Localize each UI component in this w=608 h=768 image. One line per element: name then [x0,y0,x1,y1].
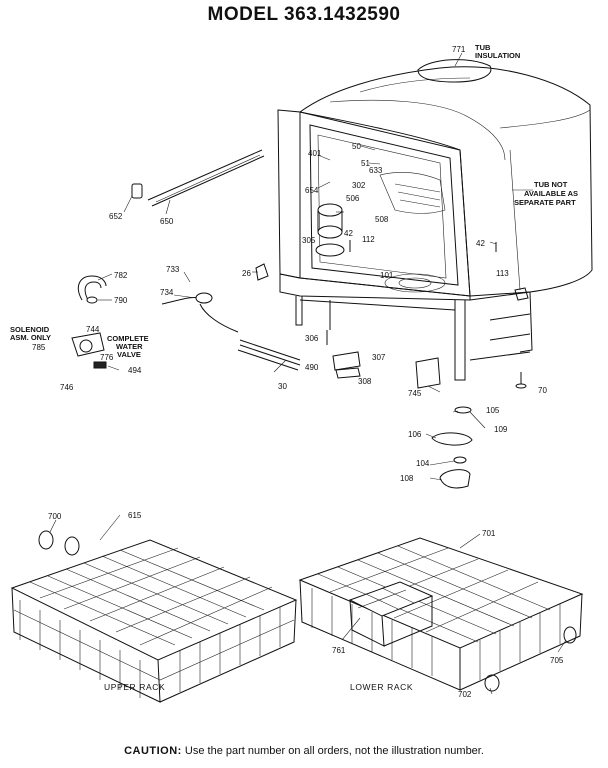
note-solenoid-line2: ASM. ONLY [10,333,51,342]
callout-113: 113 [496,269,509,278]
callout-701: 701 [482,529,496,538]
callout-105: 105 [486,406,500,415]
callout-785: 785 [32,343,46,352]
callout-305: 305 [302,236,316,245]
callout-761: 761 [332,646,346,655]
note-solenoid-line1: SOLENOID [10,325,50,334]
callout-106: 106 [408,430,422,439]
callout-506: 506 [346,194,360,203]
callout-30: 30 [278,382,287,391]
callout-302: 302 [352,181,366,190]
callout-654: 654 [305,186,319,195]
callout-numbers: 771 50 401 51 633 654 302 506 508 652 65… [32,45,564,699]
callout-108: 108 [400,474,414,483]
tub-illustration [277,59,593,381]
caption-lower-rack: LOWER RACK [350,682,413,692]
note-complete-valve-line1: COMPLETE [107,334,149,343]
upper-rack [10,539,298,703]
note-tub-not-available-line2: AVAILABLE AS [524,189,578,198]
callout-700: 700 [48,512,62,521]
callout-42-left: 42 [344,229,353,238]
note-complete-valve-line2: WATER [116,342,143,351]
callout-70: 70 [538,386,547,395]
note-tub-insulation-line2: INSULATION [475,51,520,60]
callout-306: 306 [305,334,319,343]
callout-790: 790 [114,296,128,305]
callout-733: 733 [166,265,180,274]
callout-782: 782 [114,271,128,280]
callout-702: 702 [458,690,472,699]
caption-upper-rack: UPPER RACK [104,682,165,692]
note-complete-valve-line3: VALVE [117,350,141,359]
callout-771: 771 [452,45,466,54]
callout-746: 746 [60,383,74,392]
caution-text: Use the part number on all orders, not t… [184,745,484,757]
callout-307: 307 [372,353,386,362]
callout-615: 615 [128,511,142,520]
caution-label: CAUTION: [124,745,182,757]
callout-101: 101 [380,271,394,280]
caution-note: CAUTION: Use the part number on all orde… [0,745,608,757]
callout-508: 508 [375,215,389,224]
callout-401: 401 [308,149,322,158]
callout-734: 734 [160,288,174,297]
callout-308: 308 [358,377,372,386]
callout-490: 490 [305,363,319,372]
note-tub-not-available-line3: SEPARATE PART [514,198,576,207]
callout-51: 51 [361,159,370,168]
callout-745: 745 [408,389,422,398]
callout-650: 650 [160,217,174,226]
callout-705: 705 [550,656,564,665]
callout-104: 104 [416,459,430,468]
loose-parts [38,149,577,692]
callout-652: 652 [109,212,123,221]
callout-494: 494 [128,366,142,375]
callout-42-right: 42 [476,239,485,248]
callout-50: 50 [352,142,361,151]
lower-rack [298,537,584,691]
callout-26: 26 [242,269,251,278]
callout-776: 776 [100,353,114,362]
leader-lines [49,52,567,695]
callout-112: 112 [362,235,375,244]
note-tub-insulation-line1: TUB [475,43,491,52]
callout-633: 633 [369,166,383,175]
note-tub-not-available-line1: TUB NOT [534,180,568,189]
callout-109: 109 [494,425,508,434]
callout-744: 744 [86,325,100,334]
diagram-title: MODEL 363.1432590 [207,4,401,25]
